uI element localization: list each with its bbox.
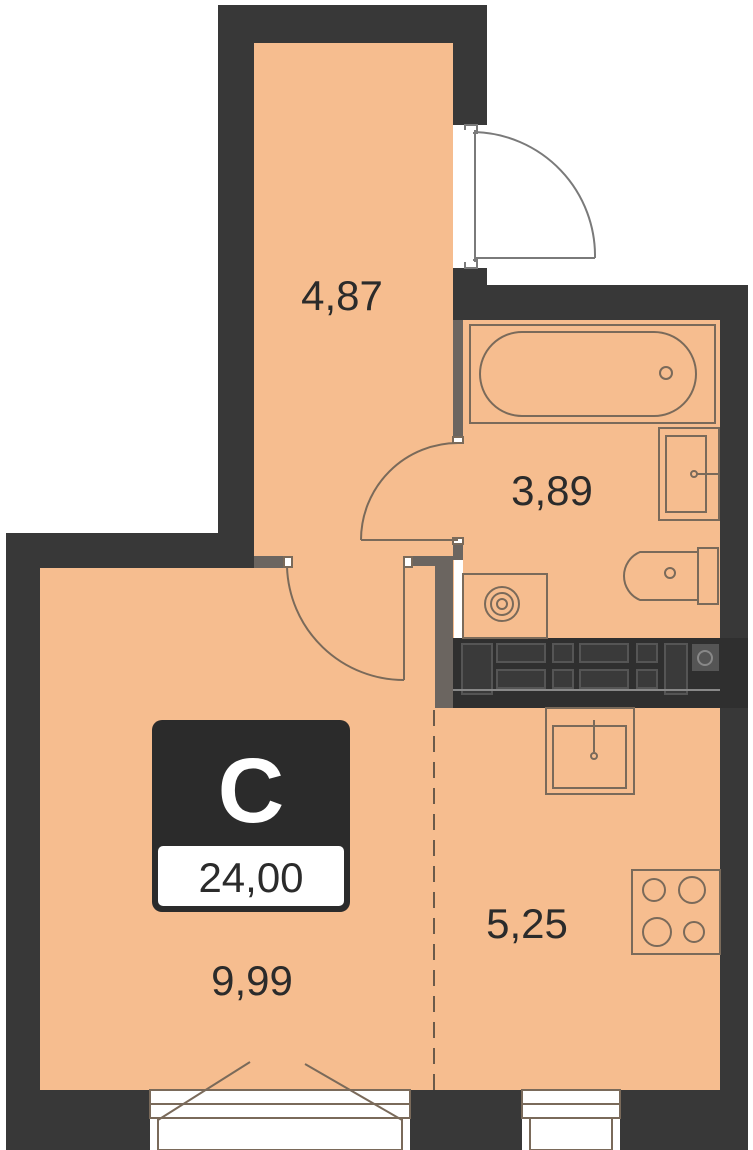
- total-area-box: [158, 846, 344, 906]
- hallway-floor: [254, 43, 453, 568]
- unit-badge: C 24,00: [152, 720, 350, 912]
- total-area: 24,00: [198, 854, 303, 901]
- bathroom-door: [360, 436, 464, 545]
- kitchen-area: 5,25: [486, 900, 568, 947]
- living-door: [283, 556, 413, 681]
- balcony-door: [149, 1061, 411, 1150]
- washing-machine-icon: [462, 573, 548, 639]
- kitchen-sink-icon: [545, 707, 635, 795]
- entrance-door: [463, 124, 597, 269]
- toilet-icon: [623, 547, 719, 605]
- bathroom-area: 3,89: [511, 467, 593, 514]
- kitchen-floor: [435, 708, 720, 1090]
- stove-icon: [631, 869, 721, 955]
- bathtub-icon: [469, 324, 716, 424]
- bathroom-sink-icon: [658, 427, 720, 521]
- unit-type-letter: C: [218, 740, 284, 842]
- walls: [6, 5, 748, 1150]
- hallway-area: 4,87: [301, 272, 383, 319]
- living-room-area: 9,99: [211, 957, 293, 1004]
- bathroom-floor: [463, 320, 720, 638]
- counter-appliances: [453, 643, 720, 695]
- kitchen-window: [521, 1089, 621, 1150]
